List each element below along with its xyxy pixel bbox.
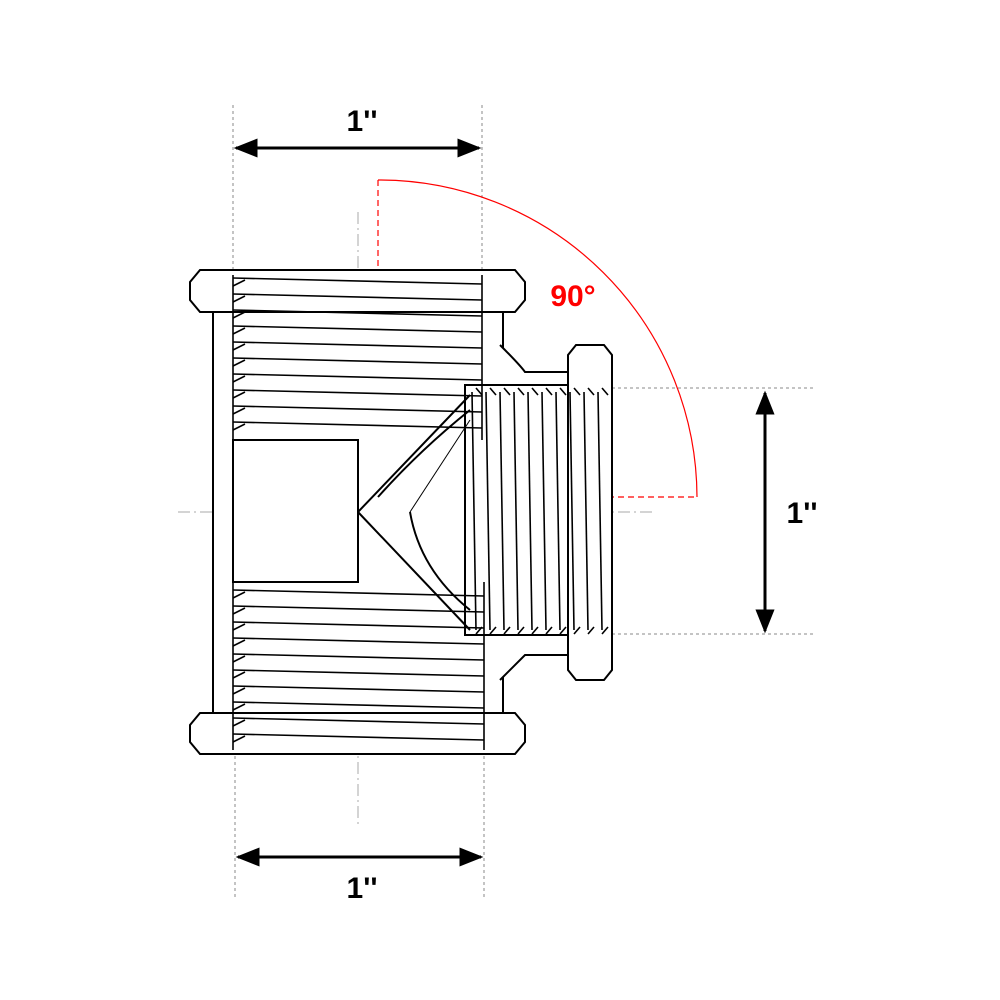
- thread-line: [573, 626, 581, 635]
- thread-line: [587, 387, 595, 396]
- thread-line: [531, 626, 539, 635]
- thread-line: [232, 373, 483, 381]
- thread-line: [232, 703, 246, 711]
- thread-line: [232, 623, 246, 631]
- thread-line: [583, 391, 589, 631]
- thread-line: [471, 391, 477, 631]
- thread-line: [232, 391, 246, 399]
- thread-line: [531, 387, 539, 396]
- thread-line: [545, 387, 553, 396]
- top-dimension-label: 1'': [347, 105, 378, 138]
- angle-label: 90°: [550, 280, 595, 313]
- thread-line: [232, 375, 246, 383]
- thread-line: [232, 655, 246, 663]
- thread-line: [232, 357, 483, 365]
- thread-line: [232, 671, 246, 679]
- thread-line: [601, 387, 609, 396]
- thread-line: [232, 325, 483, 333]
- thread-line: [545, 626, 553, 635]
- thread-line: [232, 423, 246, 431]
- thread-line: [232, 637, 485, 645]
- thread-line: [503, 626, 511, 635]
- thread-line: [597, 391, 603, 631]
- thread-line: [232, 687, 246, 695]
- thread-line: [232, 407, 246, 415]
- thread-line: [232, 607, 246, 615]
- dimension-arrows: [233, 138, 775, 867]
- thread-line: [489, 387, 497, 396]
- thread-line: [232, 685, 485, 693]
- thread-line: [499, 391, 505, 631]
- thread-line: [517, 387, 525, 396]
- thread-line: [555, 391, 561, 631]
- thread-line: [232, 653, 485, 661]
- thread-line: [232, 589, 485, 597]
- thread-line: [527, 391, 533, 631]
- thread-line: [475, 626, 483, 635]
- thread-line: [485, 391, 491, 631]
- thread-line: [232, 719, 246, 727]
- thread-line: [601, 626, 609, 635]
- thread-line: [232, 295, 246, 303]
- thread-line: [503, 387, 511, 396]
- bottom-dimension-label: 1'': [347, 872, 378, 905]
- thread-line: [232, 421, 483, 429]
- thread-line: [587, 626, 595, 635]
- thread-line: [232, 591, 246, 599]
- thread-line: [232, 341, 483, 349]
- thread-line: [232, 717, 485, 725]
- branch-dimension-label: 1'': [787, 497, 818, 530]
- thread-line: [232, 311, 246, 319]
- thread-line: [517, 626, 525, 635]
- thread-line: [232, 605, 485, 613]
- thread-line: [232, 733, 485, 741]
- thread-line: [232, 359, 246, 367]
- threads: [232, 275, 609, 750]
- extension-lines: [232, 105, 815, 897]
- thread-line: [475, 387, 483, 396]
- thread-line: [232, 405, 483, 413]
- thread-line: [573, 387, 581, 396]
- thread-line: [559, 387, 567, 396]
- thread-line: [232, 293, 483, 301]
- thread-line: [232, 639, 246, 647]
- thread-line: [489, 626, 497, 635]
- thread-line: [232, 389, 483, 397]
- thread-line: [232, 309, 483, 317]
- thread-line: [232, 327, 246, 335]
- thread-line: [232, 701, 485, 709]
- thread-line: [513, 391, 519, 631]
- thread-line: [232, 735, 246, 743]
- thread-line: [232, 279, 246, 287]
- thread-line: [541, 391, 547, 631]
- thread-line: [232, 621, 485, 629]
- thread-line: [569, 391, 575, 631]
- thread-line: [232, 277, 483, 285]
- thread-line: [232, 669, 485, 677]
- thread-line: [559, 626, 567, 635]
- thread-line: [232, 343, 246, 351]
